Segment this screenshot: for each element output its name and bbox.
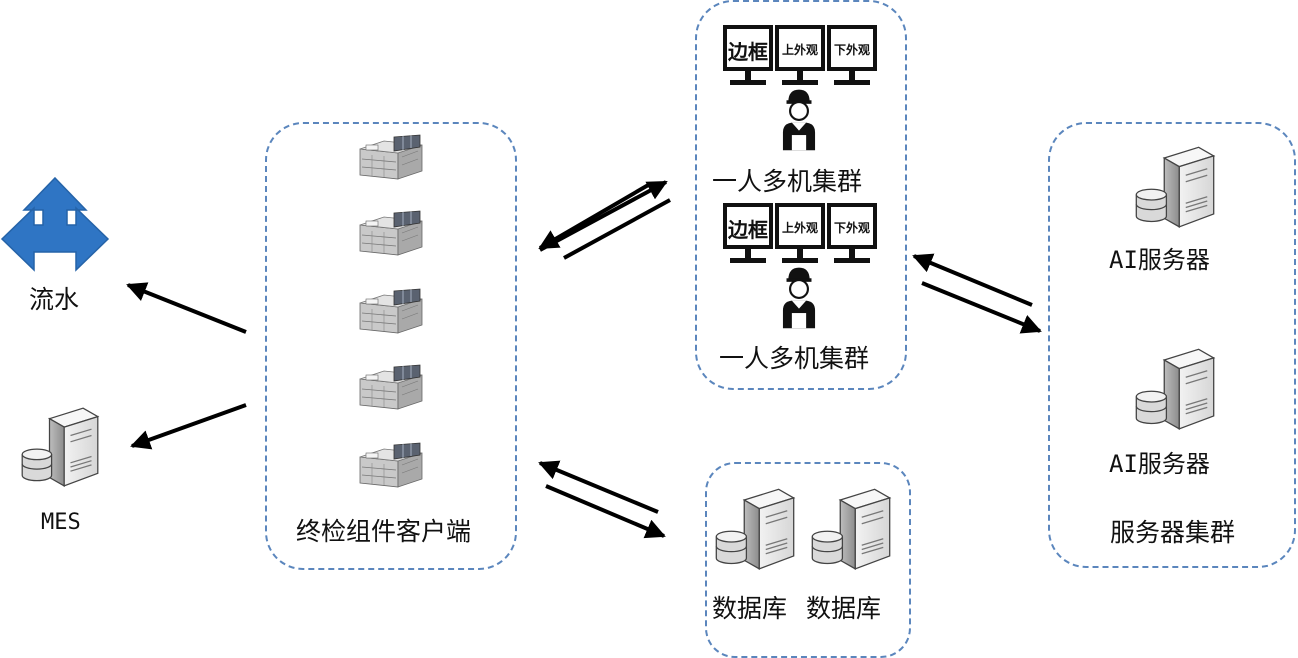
client-label: 终检组件客户端	[296, 517, 472, 546]
arrow-client-return	[563, 198, 671, 260]
arrow-cluster-to-client	[538, 182, 652, 250]
flow-arrows-shape	[0, 176, 110, 272]
arrow-client-to-flow	[126, 282, 247, 334]
arrow-server-to-cluster	[912, 253, 1033, 307]
flow-arrows-icon	[0, 176, 110, 272]
server-cluster-label: 服务器集群	[1110, 518, 1236, 547]
cluster-label-bottom: 一人多机集群	[719, 344, 870, 373]
monitor-label-lower: 下外观	[833, 43, 870, 57]
monitor-label-upper: 上外观	[781, 221, 818, 235]
arrow-cluster-to-server	[921, 281, 1042, 334]
ai-server-label: AI服务器	[1109, 450, 1210, 478]
database-group	[705, 462, 911, 658]
client-group	[265, 122, 517, 570]
monitor-label-frame: 边框	[728, 218, 768, 242]
cluster-group	[695, 0, 907, 390]
cluster-label-top: 一人多机集群	[712, 167, 863, 196]
database-label: 数据库	[712, 594, 788, 623]
database-label: 数据库	[806, 594, 882, 623]
arrow-client-to-mes	[130, 403, 247, 450]
flow-label: 流水	[29, 285, 80, 314]
mes-label: MES	[41, 510, 81, 535]
monitor-label-lower: 下外观	[833, 221, 870, 235]
server-cluster-group	[1048, 122, 1296, 568]
arrow-client-to-cluster	[539, 180, 668, 252]
ai-server-label: AI服务器	[1109, 246, 1210, 274]
arrow-db-to-client	[538, 460, 659, 514]
monitor-label-upper: 上外观	[781, 43, 818, 57]
arrow-client-to-db	[545, 484, 666, 539]
monitor-label-frame: 边框	[728, 40, 768, 64]
